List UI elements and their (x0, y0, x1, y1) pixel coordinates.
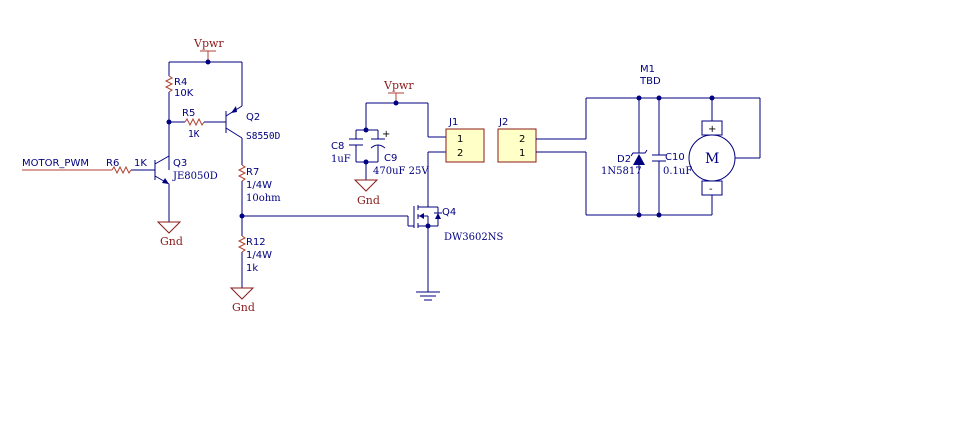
r5-value: 1K (188, 129, 200, 140)
c10-capacitor (652, 98, 666, 215)
r12-ref: R12 (246, 237, 266, 248)
j2-pin-top: 2 (519, 134, 525, 145)
gnd-label-caps: Gnd (357, 194, 380, 207)
gnd-label-r12: Gnd (232, 301, 255, 314)
q4-part: DW3602NS (444, 232, 503, 243)
r7-power: 1/4W (246, 180, 272, 191)
junction (425, 223, 431, 229)
motor-pwm-label: MOTOR_PWM (22, 158, 89, 169)
gnd-label-q3: Gnd (160, 235, 183, 248)
r5-ref: R5 (182, 108, 195, 119)
r7-resistor (237, 164, 247, 182)
d2-ref: D2 (617, 154, 631, 165)
r4-value: 10K (174, 88, 194, 99)
j2-ref: J2 (498, 117, 508, 128)
c10-value: 0.1uF (663, 166, 692, 177)
r4-resistor (164, 75, 174, 93)
q4-mosfet (407, 152, 442, 292)
r6-ref: R6 (106, 158, 119, 169)
r7-ref: R7 (246, 167, 259, 178)
r12-value: 1k (246, 263, 258, 274)
q3-ref: Q3 (173, 158, 187, 169)
m1-ref: M1 (640, 64, 655, 75)
r12-power: 1/4W (246, 250, 272, 261)
m1-value: TBD (639, 76, 661, 87)
j2-pin-bottom: 1 (519, 148, 525, 159)
j2-connector (497, 128, 537, 163)
q2-transistor (225, 62, 243, 165)
c8-ref: C8 (331, 141, 344, 152)
c9-value: 470uF 25V (373, 166, 429, 177)
ground-symbol-q4 (416, 291, 440, 301)
r6-resistor (111, 165, 132, 175)
ground-symbol-r12 (229, 287, 255, 300)
c9-ref: C9 (384, 153, 397, 164)
vpwr-label-left: Vpwr (193, 37, 224, 50)
junction (393, 100, 399, 106)
j1-ref: J1 (448, 117, 458, 128)
j1-pin-bottom: 2 (457, 148, 463, 159)
ground-symbol-q3 (156, 221, 182, 234)
m1-symbol: M (705, 151, 719, 167)
ground-symbol-caps (353, 179, 379, 192)
j1-connector (445, 128, 485, 163)
c8-value: 1uF (331, 154, 351, 165)
j1-pin-top: 1 (457, 134, 463, 145)
q3-part: JE8050D (172, 171, 218, 182)
d2-diode (630, 98, 648, 215)
c8-capacitor (349, 130, 363, 162)
c9-polarity: + (382, 129, 390, 140)
q2-part: S8550D (246, 131, 281, 142)
c10-ref: C10 (665, 152, 685, 163)
r4-ref: R4 (174, 77, 187, 88)
m1-plus: + (708, 124, 716, 135)
m1-minus: - (709, 184, 713, 195)
r6-value: 1K (134, 158, 147, 169)
c9-capacitor (370, 130, 386, 162)
q4-ref: Q4 (442, 207, 456, 218)
junction (205, 59, 211, 65)
r5-resistor (184, 117, 205, 127)
r7-value: 10ohm (246, 193, 281, 204)
vpwr-label-mid: Vpwr (383, 79, 414, 92)
r12-resistor (237, 235, 247, 253)
d2-part: 1N5817 (601, 166, 642, 177)
q3-transistor (154, 155, 170, 222)
q2-ref: Q2 (246, 112, 260, 123)
